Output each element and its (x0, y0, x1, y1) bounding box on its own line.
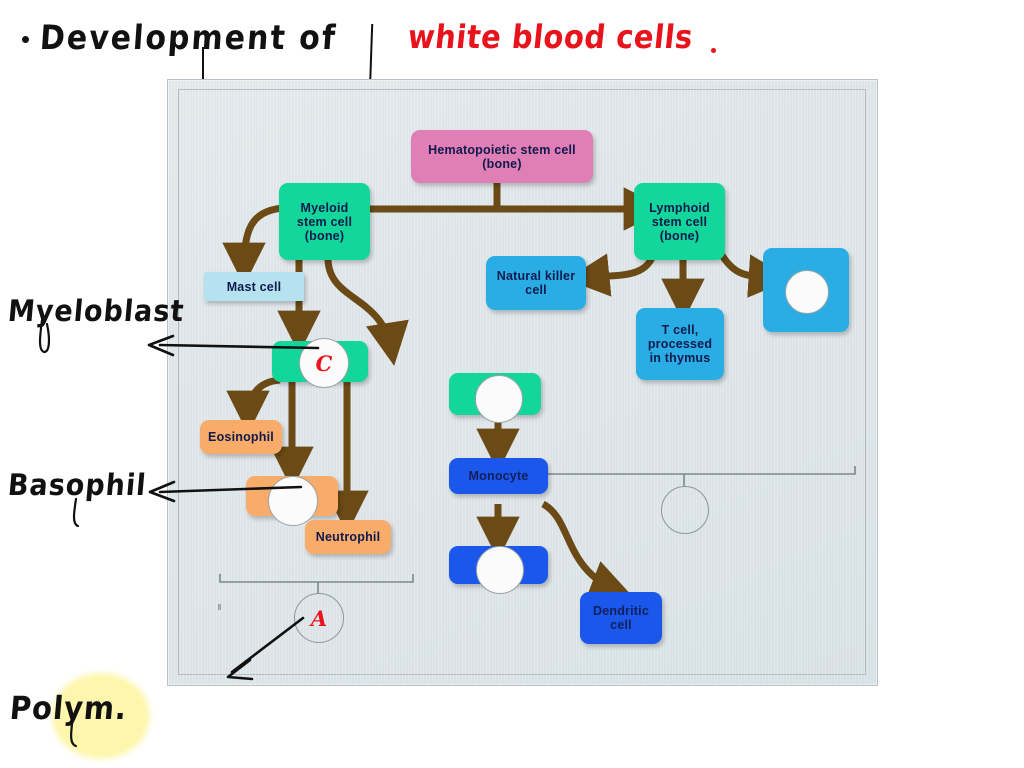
title-period (711, 48, 716, 53)
annotation-label-polym: Polym. (8, 689, 129, 727)
polym-highlight-blob (52, 673, 150, 759)
annotation-label-basophil: Basophil (6, 468, 148, 503)
lymphoid-line1: Lymphoid (649, 200, 710, 215)
myeloid-line3: (bone) (304, 228, 345, 243)
node-t-cell: T cell, processed in thymus (636, 308, 724, 380)
hsc-line1: Hematopoietic stem cell (428, 142, 576, 157)
mast-cell-label: Mast cell (226, 279, 282, 294)
answer-circle-macrophage (476, 546, 524, 594)
node-hematopoietic-stem-cell: Hematopoietic stem cell (bone) (411, 130, 593, 183)
lymphoid-line2: stem cell (651, 214, 708, 229)
node-mast-cell: Mast cell (204, 272, 304, 301)
lymphoid-line3: (bone) (659, 228, 700, 243)
node-myeloid-stem-cell: Myeloid stem cell (bone) (279, 183, 370, 260)
node-lymphoid-stem-cell: Lymphoid stem cell (bone) (634, 183, 725, 260)
answer-circle-bracket-lymphocytes (661, 486, 709, 534)
figure-photo: Hematopoietic stem cell (bone) Myeloid s… (167, 79, 878, 686)
answer-circle-bracket-granulocytes[interactable]: A (294, 593, 344, 643)
neutrophil-label: Neutrophil (315, 530, 381, 544)
annotation-label-myeloblast: Myeloblast (6, 294, 186, 329)
node-neutrophil: Neutrophil (305, 520, 391, 554)
page-title-black: Development of (38, 18, 339, 59)
tcell-line2: processed (647, 337, 713, 351)
dendritic-line1: Dendritic (593, 604, 649, 618)
node-monocyte: Monocyte (449, 458, 548, 494)
nk-line2: cell (525, 283, 547, 297)
node-natural-killer-cell: Natural killer cell (486, 256, 586, 310)
figure-inner-border (178, 89, 866, 675)
node-eosinophil: Eosinophil (200, 420, 282, 454)
answer-circle-basophil (268, 476, 318, 526)
hsc-line2: (bone) (482, 156, 522, 171)
monocyte-label: Monocyte (468, 469, 529, 483)
answer-circle-b-cell (785, 270, 829, 314)
answer-circle-myeloblast[interactable]: C (299, 338, 349, 388)
dendritic-line2: cell (610, 618, 632, 632)
tcell-line1: T cell, (661, 323, 699, 337)
node-dendritic-cell: Dendritic cell (580, 592, 662, 644)
myeloid-line2: stem cell (296, 214, 353, 229)
nk-line1: Natural killer (496, 269, 576, 283)
page-title-red: white blood cells (405, 17, 695, 57)
title-bullet-marker (22, 36, 29, 43)
eosinophil-label: Eosinophil (208, 430, 274, 444)
answer-circle-monoblast (475, 375, 523, 423)
myeloid-line1: Myeloid (300, 200, 349, 215)
stray-mark (218, 604, 221, 610)
tcell-line3: in thymus (649, 351, 711, 365)
